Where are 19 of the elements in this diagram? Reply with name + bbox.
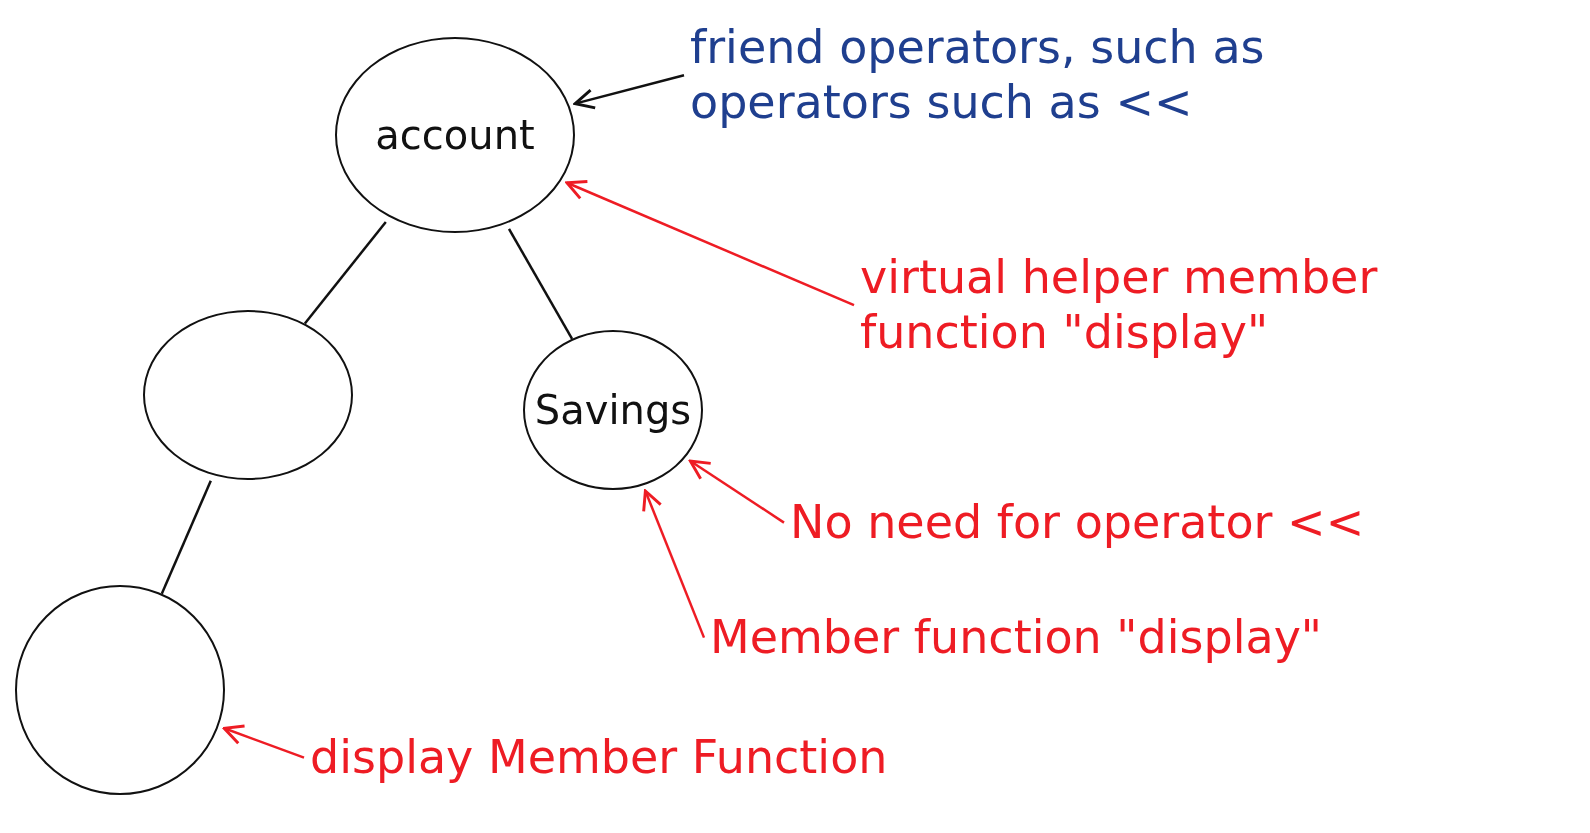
circle-node [523, 330, 703, 490]
annotation-text: display Member Function [310, 730, 888, 786]
arrow [222, 724, 305, 759]
arrow [573, 74, 685, 110]
circle-node [15, 585, 225, 795]
connector-line [160, 480, 212, 595]
annotation-text: virtual helper member function "display" [860, 250, 1480, 361]
annotation-text: No need for operator << [790, 495, 1365, 551]
annotation-text: friend operators, such as operators such as << [690, 20, 1410, 131]
connector-line [507, 228, 574, 340]
arrow [642, 489, 706, 639]
arrow [565, 180, 855, 307]
circle-node [335, 37, 575, 233]
arrow [688, 459, 785, 524]
node-label: account [375, 112, 535, 158]
annotation-text: Member function "display" [710, 610, 1322, 666]
circle-node [143, 310, 353, 480]
connector-line [303, 221, 387, 325]
node-label: Savings [534, 387, 692, 433]
